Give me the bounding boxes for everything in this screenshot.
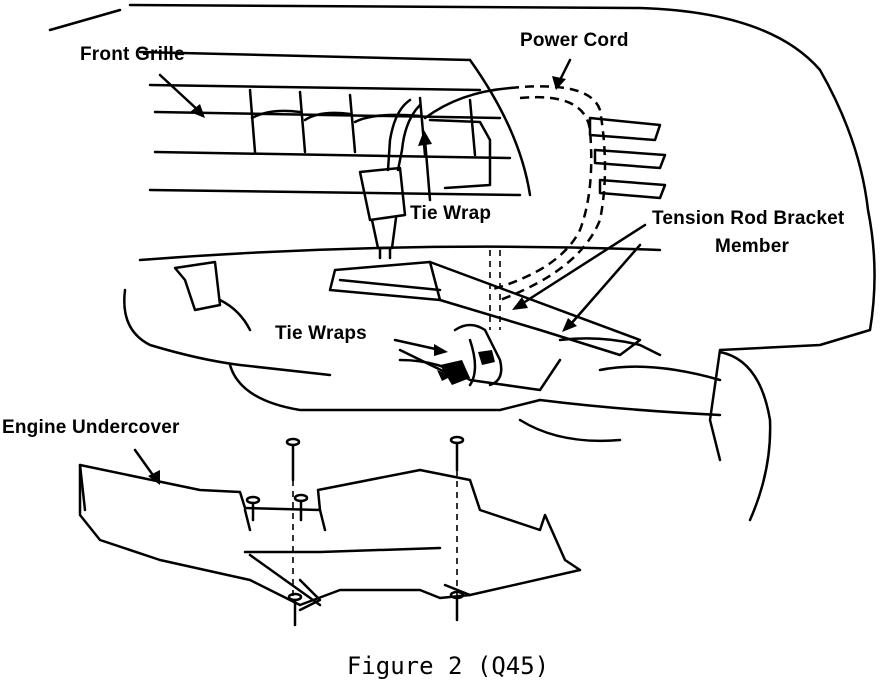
- tie-wraps-harness: [440, 323, 503, 387]
- leader-arrows: [133, 58, 647, 485]
- tie-wraps-label: Tie Wraps: [275, 323, 367, 344]
- tension-rod-bracket-member: [328, 260, 642, 357]
- front-grille: [138, 50, 532, 197]
- tension-rod-label-line1: Tension Rod Bracket: [652, 208, 845, 229]
- engine-undercover: [78, 463, 582, 612]
- front-grille-label: Front Grille: [80, 44, 185, 65]
- vent-slots: [588, 116, 667, 200]
- power-cord-label: Power Cord: [520, 30, 629, 51]
- tension-rod-label-line2: Member: [715, 236, 790, 257]
- fasteners: [245, 435, 465, 627]
- tie-wrap-label: Tie Wrap: [410, 203, 492, 224]
- vehicle-body: [48, 3, 876, 522]
- engine-undercover-label: Engine Undercover: [2, 417, 180, 438]
- bumper-underbody: [123, 245, 722, 443]
- power-cord: [358, 85, 607, 330]
- figure-caption: Figure 2 (Q45): [346, 652, 550, 680]
